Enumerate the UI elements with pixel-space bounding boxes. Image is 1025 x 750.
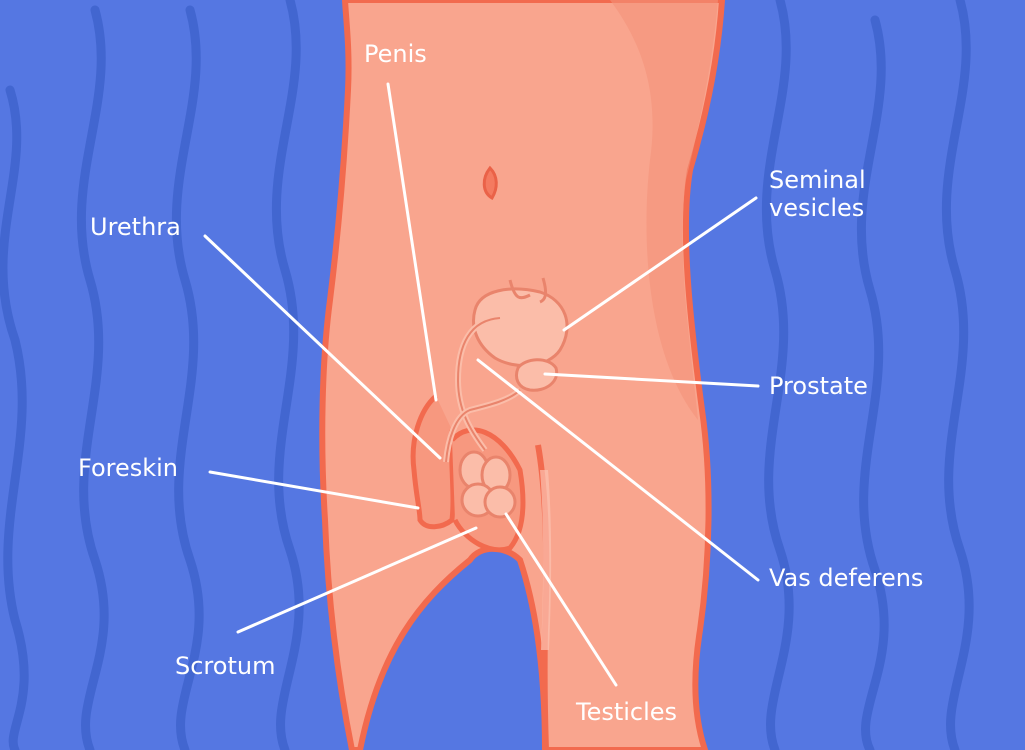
leader-penis [386, 82, 438, 402]
label-seminal-vesicles: Seminal vesicles [769, 166, 866, 222]
penis-outline [410, 394, 456, 530]
label-foreskin: Foreskin [78, 454, 179, 482]
label-scrotum: Scrotum [175, 652, 276, 680]
background-waves [0, 0, 974, 750]
leader-scrotum [236, 526, 478, 634]
leader-urethra [203, 234, 442, 460]
leader-testicles [504, 512, 618, 687]
label-testicles: Testicles [576, 698, 678, 726]
label-penis: Penis [364, 40, 427, 68]
leader-prostate [543, 372, 760, 388]
body-shading [610, 0, 718, 420]
leader-foreskin [208, 470, 420, 510]
navel [482, 165, 498, 201]
leader-seminal-vesicles [562, 196, 758, 332]
leader-vas-deferens [476, 358, 760, 582]
label-urethra: Urethra [90, 213, 181, 241]
internal-organs [443, 277, 569, 519]
thigh-highlight [540, 470, 552, 650]
label-prostate: Prostate [769, 372, 868, 400]
label-vas-deferens: Vas deferens [769, 564, 924, 592]
leader-lines [203, 82, 760, 687]
